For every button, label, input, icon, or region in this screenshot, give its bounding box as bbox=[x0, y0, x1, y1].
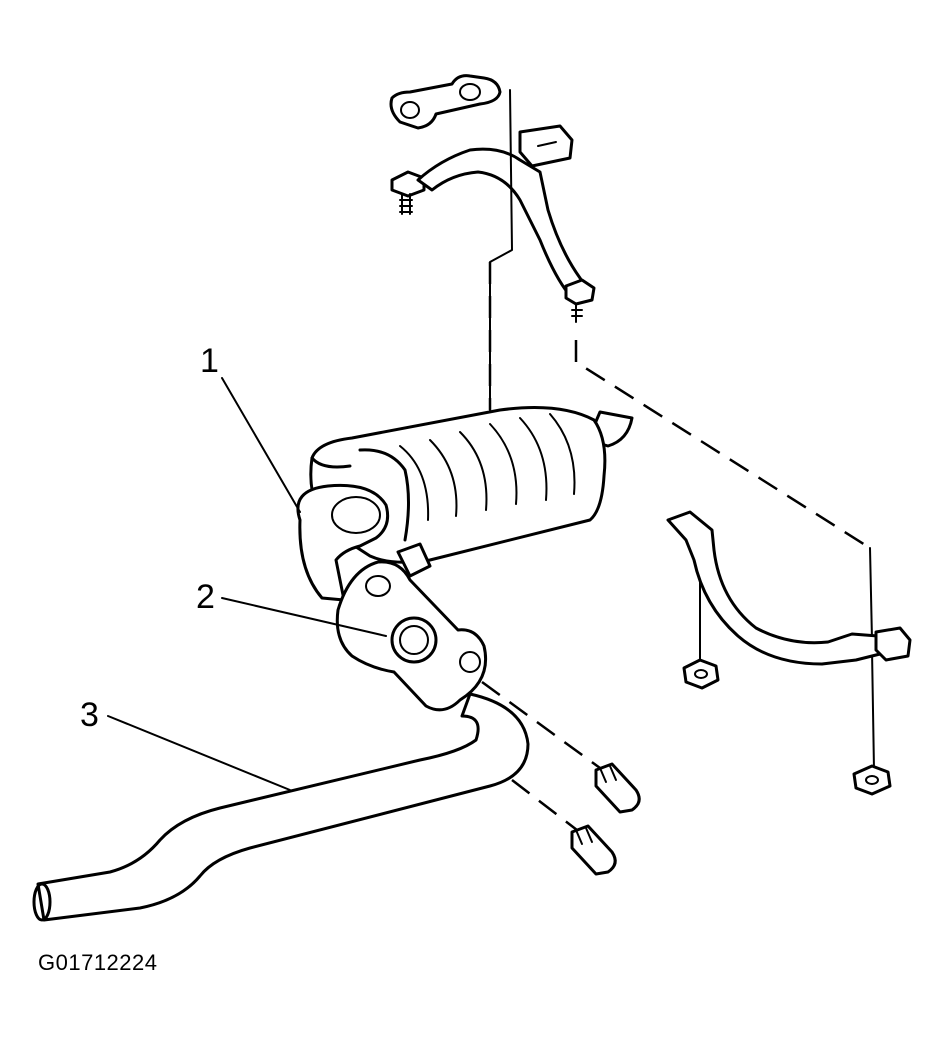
hanger-nut-left bbox=[682, 658, 720, 690]
assembly-guide-lines bbox=[481, 89, 875, 841]
callout-2: 2 bbox=[196, 578, 215, 616]
upper-hanger-bracket bbox=[389, 74, 502, 130]
muffler-inlet-pipe bbox=[296, 483, 390, 602]
flange-bolt-upper bbox=[594, 762, 641, 814]
callout-leaders bbox=[107, 377, 387, 791]
flange-joint bbox=[335, 560, 488, 712]
hanger-nut-right bbox=[852, 764, 892, 796]
muffler-clamp bbox=[396, 542, 432, 578]
upper-hanger-strap bbox=[416, 124, 596, 323]
flange-bolt-lower bbox=[570, 824, 617, 876]
figure-id: G01712224 bbox=[38, 950, 158, 975]
callout-1: 1 bbox=[200, 342, 219, 380]
lower-hanger-bracket bbox=[666, 510, 912, 666]
upper-bolt bbox=[390, 170, 426, 215]
exhaust-pipe bbox=[32, 692, 530, 922]
callout-3: 3 bbox=[80, 696, 99, 734]
